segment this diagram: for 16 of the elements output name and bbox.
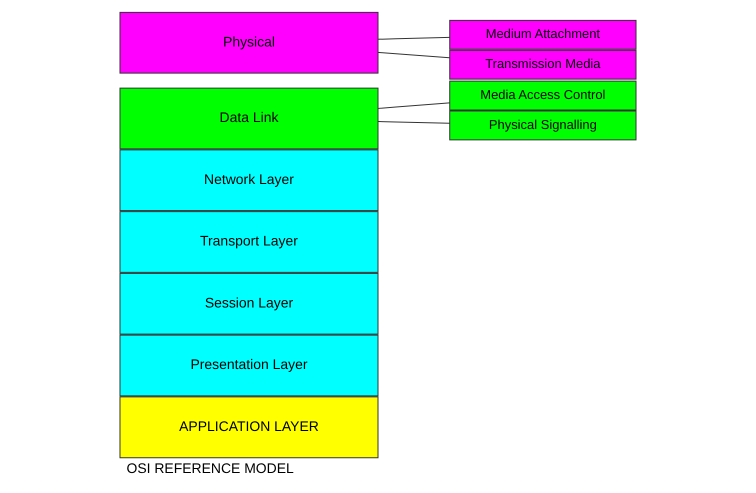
node-box: Physical Signalling <box>449 110 637 140</box>
caption: OSI REFERENCE MODEL <box>126 460 294 476</box>
node-box: Network Layer <box>119 149 378 212</box>
node-box: Presentation Layer <box>119 334 378 396</box>
node-box: Transmission Media <box>449 50 637 80</box>
connector <box>378 121 450 124</box>
node-box: Data Link <box>119 88 378 150</box>
node-box: Transport Layer <box>119 211 378 273</box>
node-box: Session Layer <box>119 272 378 335</box>
connector <box>378 52 450 58</box>
connector <box>378 102 450 109</box>
node-box: Medium Attachment <box>449 20 637 50</box>
node-box: APPLICATION LAYER <box>119 396 378 458</box>
node-box: Media Access Control <box>449 80 637 111</box>
connector <box>378 36 450 40</box>
node-box: Physical <box>119 12 378 74</box>
